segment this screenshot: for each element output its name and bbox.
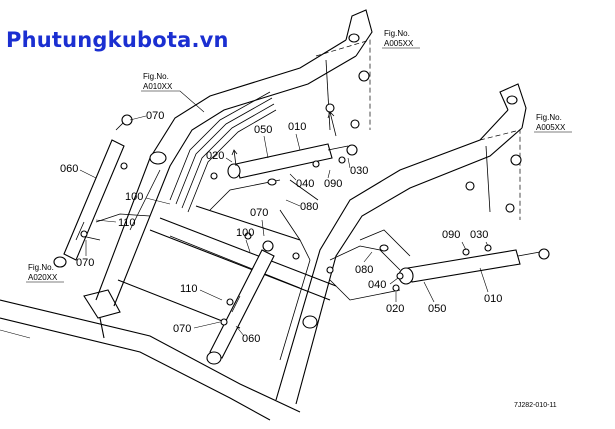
- bucket-plate: [0, 299, 301, 421]
- svg-text:110: 110: [180, 283, 198, 295]
- figure-reference: Fig.No. A005XX: [534, 113, 572, 133]
- direction-arrows: [231, 111, 337, 167]
- part-label: 100: [236, 227, 254, 253]
- svg-text:030: 030: [470, 229, 488, 241]
- svg-text:070: 070: [173, 323, 191, 335]
- figure-ref-label: Fig.No.: [384, 29, 410, 38]
- left-loader-arm: [83, 9, 373, 339]
- figure-ref-code: A005XX: [536, 123, 566, 132]
- left-boom-cylinder: [53, 114, 133, 268]
- upper-bucket-cylinder: [227, 143, 358, 179]
- svg-text:030: 030: [350, 165, 368, 177]
- part-label: 090: [442, 229, 467, 251]
- svg-text:040: 040: [296, 178, 314, 190]
- svg-text:090: 090: [442, 229, 460, 241]
- figure-ref-label: Fig.No.: [28, 263, 54, 272]
- svg-text:110: 110: [118, 217, 136, 229]
- part-label: 070: [129, 110, 164, 122]
- part-label: 030: [347, 157, 368, 177]
- part-label: 080: [355, 251, 373, 276]
- part-label: 090: [324, 169, 342, 190]
- drawing-code: 7J282-010-11: [514, 402, 557, 409]
- figure-ref-code: A010XX: [143, 82, 173, 91]
- lower-boom-cylinder: [206, 240, 275, 365]
- part-label: 040: [368, 277, 399, 291]
- figure-reference: Fig.No. A005XX: [382, 29, 420, 49]
- svg-text:060: 060: [242, 333, 260, 345]
- figure-ref-label: Fig.No.: [536, 113, 562, 122]
- svg-text:070: 070: [250, 207, 268, 219]
- part-label: 110: [180, 283, 223, 301]
- cross-frame: [117, 205, 337, 329]
- svg-text:070: 070: [146, 110, 164, 122]
- svg-text:010: 010: [484, 293, 502, 305]
- part-label: 040: [289, 173, 314, 190]
- lower-mount-bracket: [465, 129, 522, 220]
- part-label: 110: [95, 217, 136, 229]
- svg-text:090: 090: [324, 178, 342, 190]
- site-watermark: Phutungkubota.vn: [6, 28, 229, 52]
- lower-bucket-cylinder: [398, 248, 550, 285]
- svg-text:100: 100: [236, 227, 254, 239]
- part-label: 070: [173, 321, 221, 335]
- svg-text:040: 040: [368, 279, 386, 291]
- part-label: 030: [470, 229, 488, 247]
- part-label: 050: [423, 281, 446, 315]
- svg-text:080: 080: [300, 201, 318, 213]
- part-label: 010: [288, 121, 306, 151]
- svg-text:050: 050: [254, 124, 272, 136]
- part-label: 020: [206, 150, 233, 163]
- part-label: 010: [479, 267, 502, 305]
- part-label: 100: [125, 191, 171, 205]
- figure-reference: Fig.No. A010XX: [141, 72, 205, 113]
- figure-ref-code: A020XX: [28, 273, 58, 282]
- svg-text:020: 020: [206, 150, 224, 162]
- figure-ref-label: Fig.No.: [143, 72, 169, 81]
- part-label: 080: [285, 199, 318, 213]
- svg-text:080: 080: [355, 264, 373, 276]
- svg-text:010: 010: [288, 121, 306, 133]
- part-label: 060: [60, 163, 97, 179]
- svg-text:050: 050: [428, 303, 446, 315]
- part-label: 070: [250, 207, 268, 237]
- part-callouts: 070 050 010 020 030 040: [60, 110, 502, 345]
- svg-text:070: 070: [76, 257, 94, 269]
- part-label: 070: [76, 240, 94, 269]
- part-label: 060: [235, 325, 260, 345]
- svg-text:060: 060: [60, 163, 78, 175]
- part-label: 050: [254, 124, 272, 159]
- right-loader-arm: [275, 83, 527, 405]
- upper-mount-bracket: [315, 39, 371, 131]
- figure-reference: Fig.No. A020XX: [26, 263, 64, 283]
- svg-text:100: 100: [125, 191, 143, 203]
- hydraulic-hoses: [80, 91, 492, 326]
- svg-text:020: 020: [386, 303, 404, 315]
- figure-ref-code: A005XX: [384, 39, 414, 48]
- part-label: 020: [386, 292, 404, 315]
